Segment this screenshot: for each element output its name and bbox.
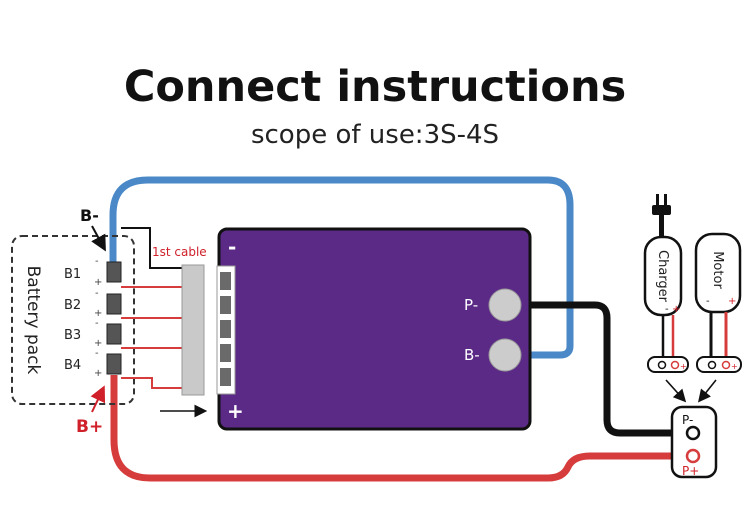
cell-terminal xyxy=(106,293,122,315)
cell-plus: + xyxy=(94,277,102,288)
cell-plus: + xyxy=(94,308,102,319)
red-wire xyxy=(110,375,690,482)
output-p-minus-terminal xyxy=(685,425,701,441)
charger-plus: + xyxy=(672,304,680,315)
board-minus-label: - xyxy=(228,235,236,259)
bms-board xyxy=(217,227,532,431)
cell-terminal xyxy=(106,261,122,283)
cell-label-b3: B3 xyxy=(64,328,81,343)
cell-minus: - xyxy=(95,288,99,299)
board-p-minus-label: P- xyxy=(464,296,478,314)
battery-pack-label: Battery pack xyxy=(23,266,43,375)
board-b-minus-label: B- xyxy=(464,346,480,364)
blue-wire xyxy=(109,176,574,359)
cell-terminal xyxy=(106,323,122,345)
cell-minus: - xyxy=(95,256,99,267)
board-p-minus-terminal xyxy=(488,288,522,322)
motor-plus: + xyxy=(728,296,736,307)
output-connector xyxy=(670,405,718,479)
charger-to-output-arrow xyxy=(665,379,687,403)
output-p-plus-terminal xyxy=(685,448,701,464)
page-subtitle: scope of use:3S-4S xyxy=(250,120,500,150)
cell-label-b2: B2 xyxy=(64,298,81,313)
cell-plus: + xyxy=(94,368,102,379)
plug-icon xyxy=(652,194,671,237)
cell-label-b4: B4 xyxy=(64,358,81,373)
motor-label: Motor xyxy=(710,251,725,289)
cell-terminal xyxy=(106,353,122,375)
b-plus-arrow xyxy=(90,385,106,413)
cell-minus: - xyxy=(95,348,99,359)
board-plus-label: + xyxy=(227,399,244,423)
motor-to-output-arrow xyxy=(698,379,717,403)
battery-cells: B1 B2 B3 B4 - + - + - + - + xyxy=(64,256,122,379)
cell-minus: - xyxy=(95,318,99,329)
page-title: Connect instructions xyxy=(123,62,627,112)
motor-conn-plus: + xyxy=(731,362,738,371)
motor-device xyxy=(694,232,742,314)
first-cable-label: 1st cable xyxy=(152,245,207,259)
board-b-minus-terminal xyxy=(488,338,522,372)
charger-label: Charger xyxy=(655,250,670,303)
black-wire xyxy=(508,301,690,437)
balance-connector-plug xyxy=(181,264,205,396)
charger-conn-plus: + xyxy=(680,362,687,371)
motor-connector xyxy=(696,356,742,373)
battery-b-minus-label: B- xyxy=(80,206,99,225)
motor-minus: - xyxy=(706,296,710,307)
cell-label-b1: B1 xyxy=(64,267,81,282)
b-minus-arrow xyxy=(91,225,106,252)
charger-connector xyxy=(647,356,689,373)
cell-plus: + xyxy=(94,338,102,349)
battery-b-plus-label: B+ xyxy=(76,417,103,437)
output-p-minus-label: P- xyxy=(682,413,693,427)
charger-minus: - xyxy=(665,304,669,315)
output-p-plus-label: P+ xyxy=(682,464,699,478)
battery-pack-box xyxy=(11,235,135,405)
